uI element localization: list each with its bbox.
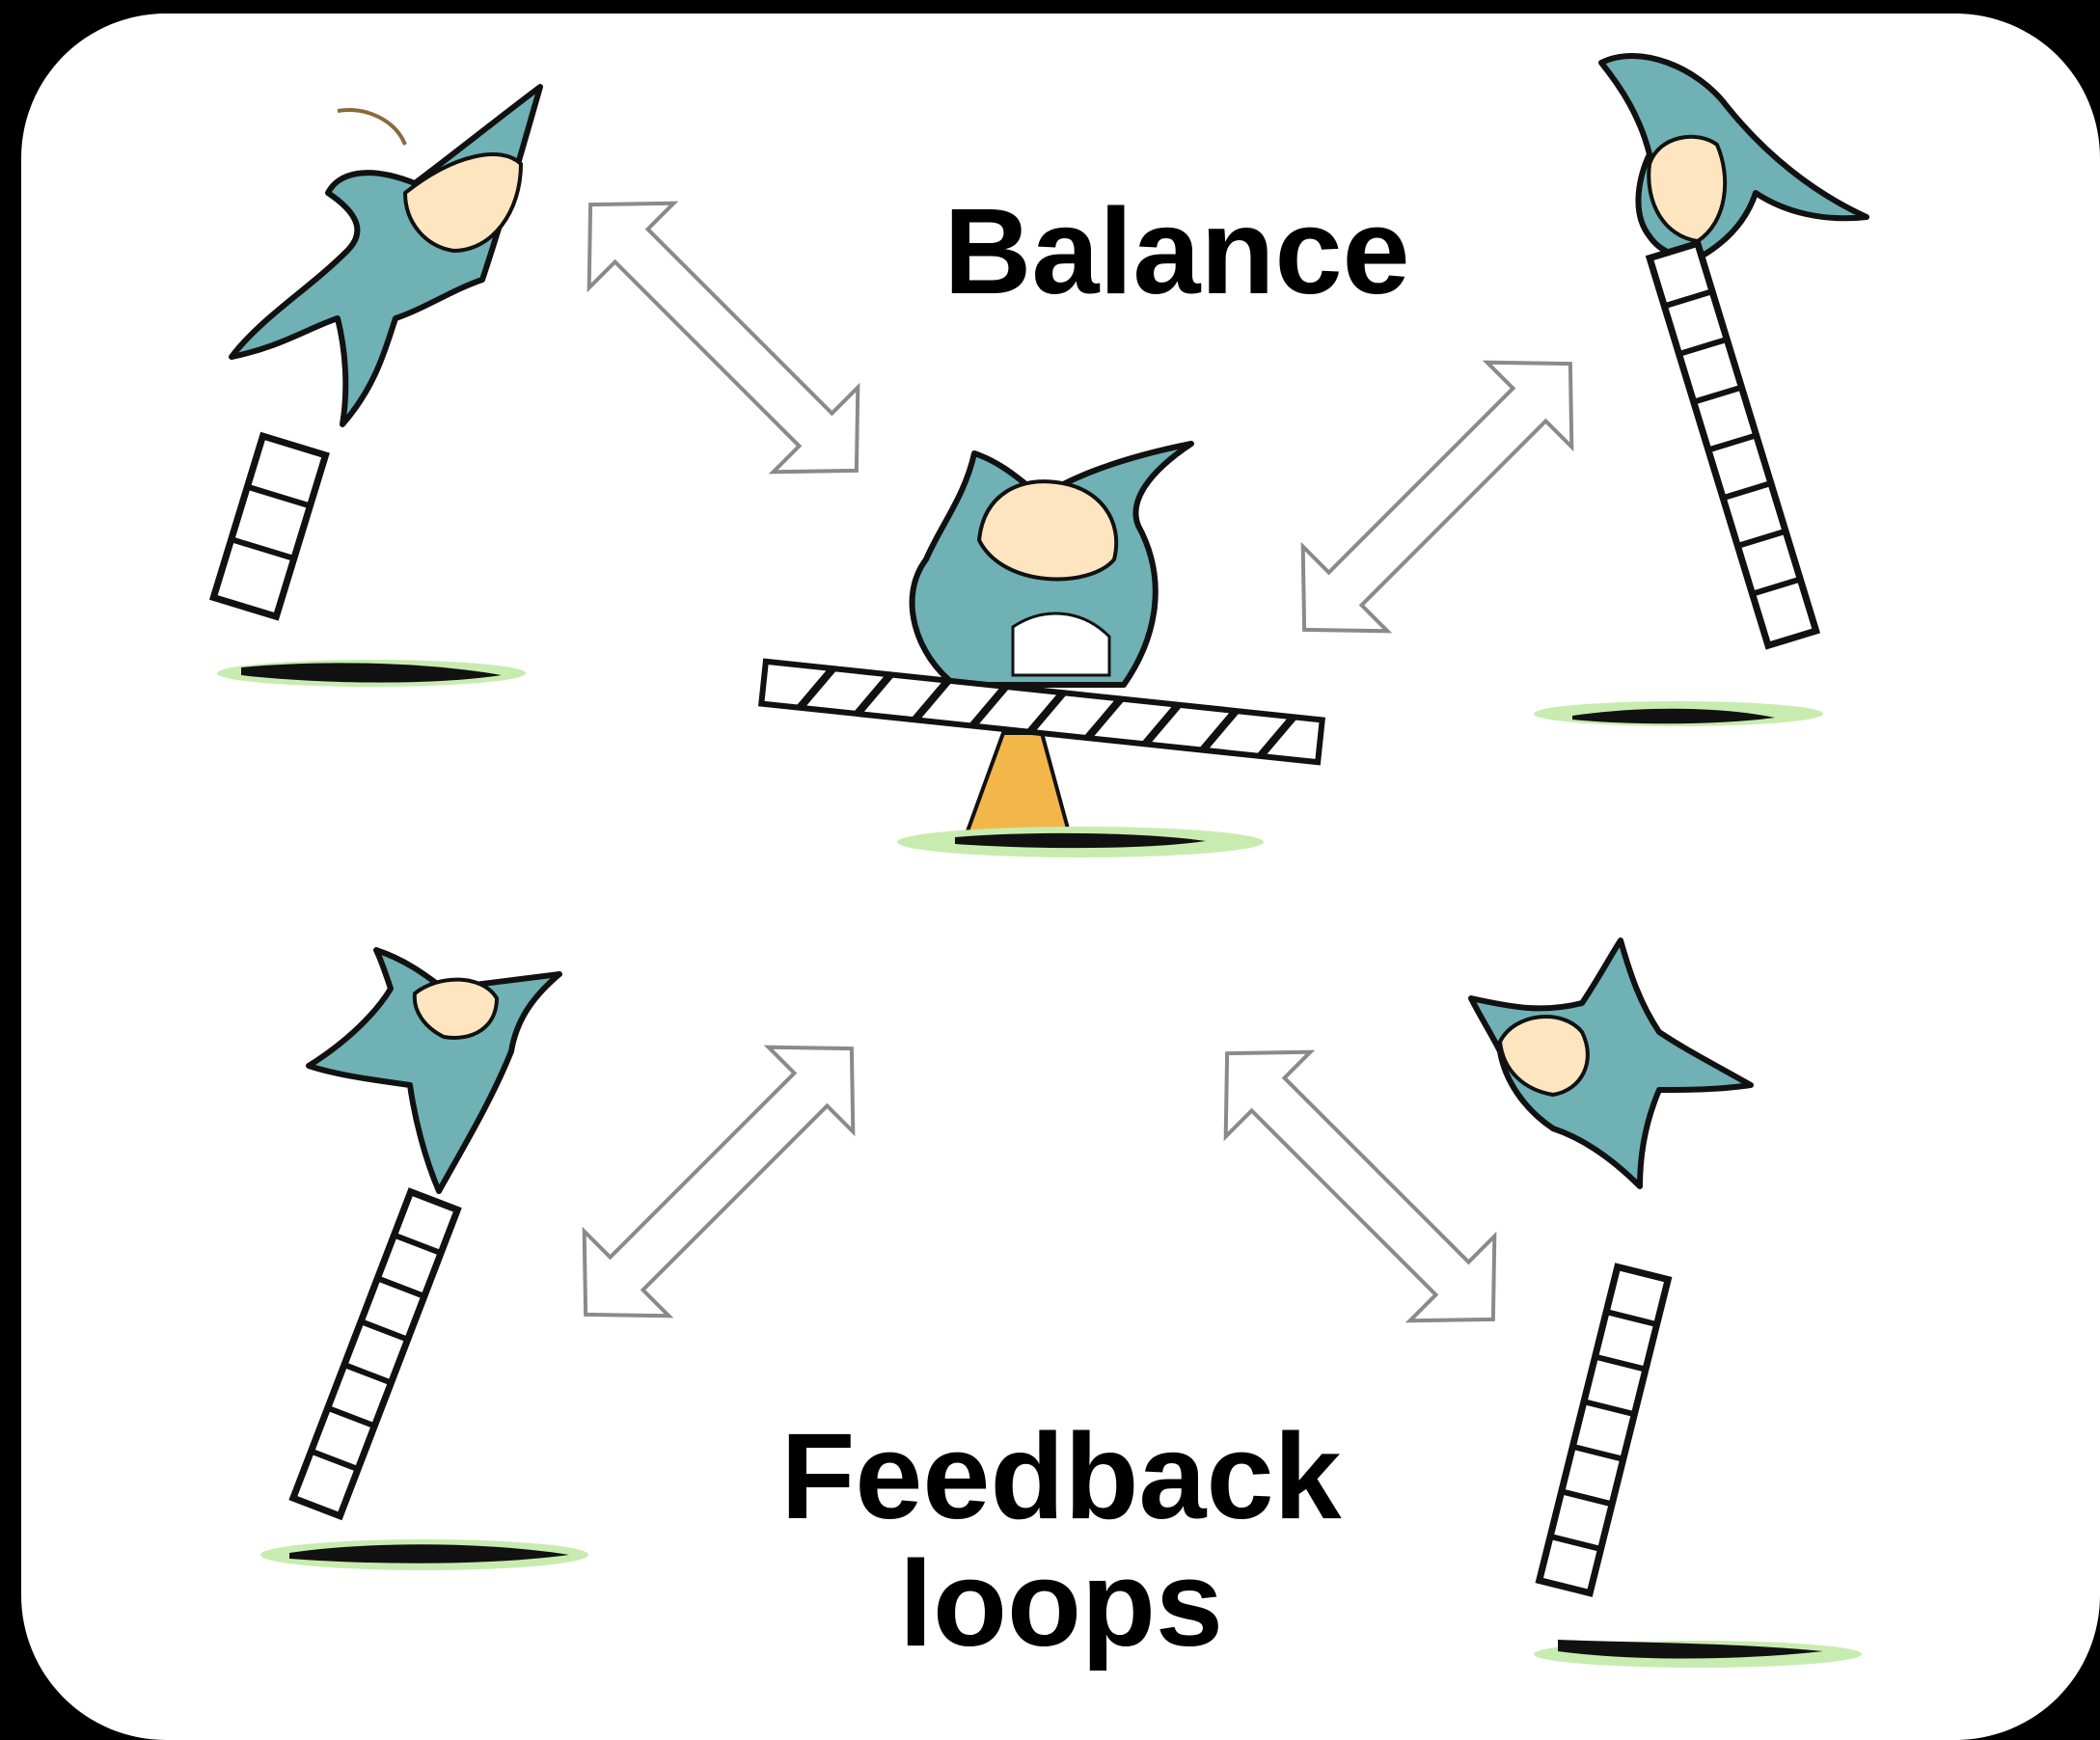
ground-shadow (217, 660, 526, 687)
ground-shadow (1534, 701, 1823, 726)
figure-falling-icon (306, 947, 562, 1194)
figure-bottom-left (260, 947, 588, 1570)
double-arrow-icon (1185, 1011, 1535, 1361)
ladder-icon (208, 431, 330, 621)
seesaw-icon (757, 658, 1326, 841)
figure-balancing-icon (909, 441, 1194, 688)
feedback-line-2: loops (899, 1536, 1223, 1672)
figure-center (757, 441, 1326, 857)
figure-falling-icon (229, 84, 543, 427)
figure-top-right (1534, 52, 1869, 726)
figure-top-left (208, 84, 543, 687)
double-arrow-icon (1262, 321, 1612, 671)
ground-shadow (260, 1539, 588, 1570)
figure-falling-icon (1468, 938, 1754, 1189)
figure-falling-icon (1598, 52, 1869, 260)
diagram-title-feedback-loops: Feedback loops (666, 1408, 1457, 1672)
figure-bottom-right (1468, 938, 1862, 1668)
ground-shadow (897, 827, 1264, 857)
feedback-line-1: Feedback (780, 1408, 1342, 1544)
ground-shadow (1534, 1640, 1862, 1668)
ladder-icon (1535, 1263, 1673, 1597)
double-arrow-icon (543, 1006, 893, 1356)
ladder-icon (1645, 239, 1821, 650)
ladder-icon (288, 1187, 462, 1521)
diagram-title-balance: Balance (943, 183, 1410, 319)
